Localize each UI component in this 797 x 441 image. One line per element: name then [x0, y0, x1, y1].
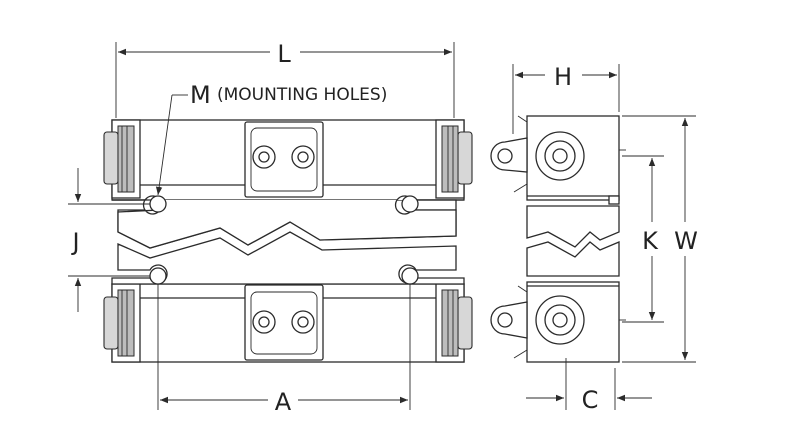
label-M: M	[190, 81, 211, 109]
dimension-A: A	[157, 284, 411, 416]
label-L: L	[277, 40, 291, 68]
label-J: J	[70, 228, 79, 256]
side-view	[490, 115, 626, 363]
dimension-K: K	[622, 155, 664, 323]
belt-splice	[111, 195, 465, 285]
label-K: K	[642, 227, 659, 255]
corner-bolt-top-right	[435, 119, 473, 199]
corner-bolt-top-left	[103, 119, 141, 199]
mounting-holes-note: (MOUNTING HOLES)	[217, 85, 387, 105]
label-C: C	[582, 386, 599, 414]
mounting-holes-callout: M (MOUNTING HOLES)	[155, 81, 387, 196]
label-A: A	[275, 388, 292, 416]
dimension-W: W	[622, 115, 698, 363]
dimension-L: L	[115, 40, 455, 118]
top-clamp-plate	[111, 119, 465, 201]
front-view	[103, 119, 473, 363]
mounting-hole	[401, 195, 419, 213]
mounting-hole	[149, 267, 167, 285]
mounting-hole	[401, 267, 419, 285]
dimension-J: J	[68, 168, 150, 312]
label-W: W	[674, 227, 698, 255]
corner-bolt-bottom-right	[435, 283, 473, 363]
dimension-C: C	[526, 358, 652, 414]
bottom-clamp-plate	[111, 283, 465, 363]
mounting-hole	[149, 195, 167, 213]
dimension-H: H	[512, 63, 620, 134]
label-H: H	[554, 63, 572, 91]
corner-bolt-bottom-left	[103, 283, 141, 363]
